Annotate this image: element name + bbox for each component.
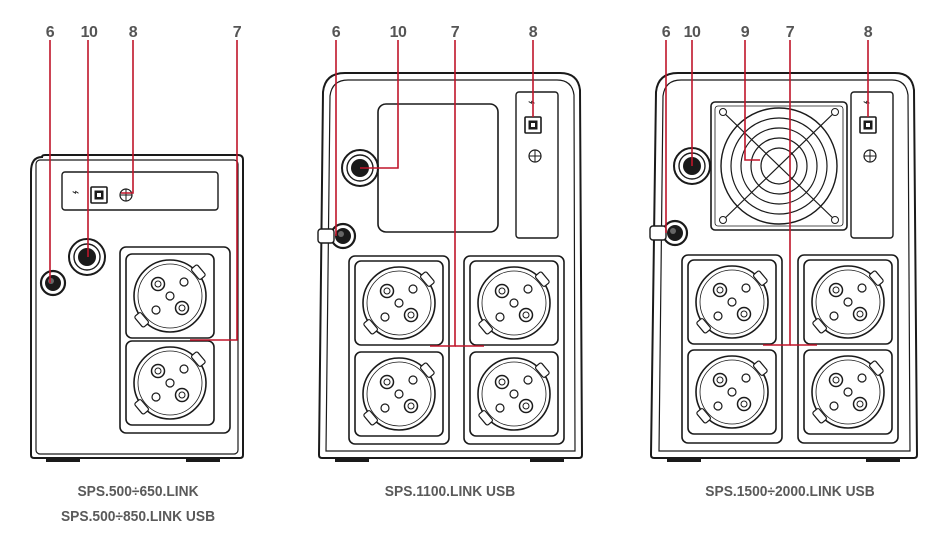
callout-left-7: 7	[233, 24, 242, 41]
right-fan	[710, 101, 848, 231]
middle-socket-4	[469, 351, 559, 437]
callout-left-6: 6	[46, 24, 55, 41]
callout-right-10: 10	[684, 24, 701, 41]
callout-right-8: 8	[864, 24, 873, 41]
callout-right-9: 9	[741, 24, 750, 41]
caption-left-line2: SPS.500÷850.LINK USB	[60, 508, 216, 525]
ups-left-unit: ⌁	[30, 154, 244, 462]
caption-left-line1: SPS.500÷650.LINK	[77, 483, 199, 500]
callout-right-7: 7	[786, 24, 795, 41]
right-usb-port	[859, 116, 877, 134]
middle-ground-screw	[528, 149, 542, 163]
callout-middle-8: 8	[529, 24, 538, 41]
callout-middle-7: 7	[451, 24, 460, 41]
left-ground-screw	[119, 188, 133, 202]
left-socket-1	[125, 253, 215, 339]
left-input-knob	[68, 238, 106, 276]
callout-left-10: 10	[81, 24, 98, 41]
right-socket-1	[687, 259, 777, 345]
svg-text:⌁: ⌁	[528, 95, 535, 109]
right-socket-2	[687, 349, 777, 435]
middle-socket-2	[354, 351, 444, 437]
callout-middle-10: 10	[390, 24, 407, 41]
caption-middle: SPS.1100.LINK USB	[384, 483, 516, 500]
right-usb-panel	[850, 91, 894, 239]
left-socket-2	[125, 340, 215, 426]
svg-text:⌁: ⌁	[863, 95, 870, 109]
left-usb-port	[90, 186, 108, 204]
ups-right-unit: ⌁	[649, 72, 919, 462]
callout-middle-6: 6	[332, 24, 341, 41]
middle-socket-3	[469, 260, 559, 346]
right-socket-3	[803, 259, 893, 345]
caption-right: SPS.1500÷2000.LINK USB	[705, 483, 875, 500]
middle-usb-port	[524, 116, 542, 134]
callout-left-8: 8	[129, 24, 138, 41]
left-breaker	[39, 269, 67, 297]
right-ground-screw	[863, 149, 877, 163]
left-usb-panel	[61, 171, 219, 211]
ups-middle-unit: ⌁	[317, 72, 584, 462]
leader-lines	[49, 40, 869, 347]
right-socket-4	[803, 349, 893, 435]
callout-numbers: 6 10 8 7 6 10 7 8 6 10 9 7 8	[46, 24, 874, 41]
svg-text:⌁: ⌁	[72, 185, 79, 199]
callout-right-6: 6	[662, 24, 671, 41]
middle-socket-1	[354, 260, 444, 346]
middle-usb-panel	[515, 91, 559, 239]
